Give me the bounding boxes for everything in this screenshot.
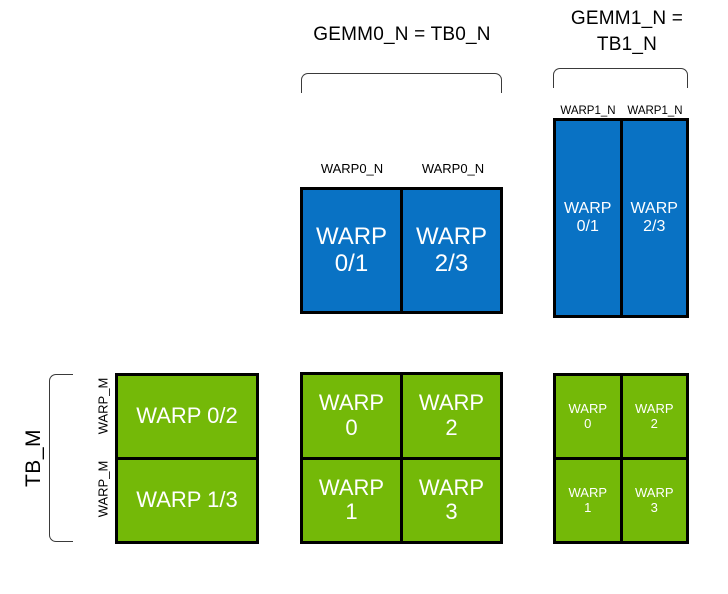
left-green-cell-warp13[interactable]: WARP 1/3 [118, 460, 256, 541]
gemm1-blue-cell-warp01[interactable]: WARP 0/1 [556, 121, 620, 315]
tb-m-label: TB_M [22, 429, 45, 488]
warp-m-label-bottom: WARP_M [95, 460, 111, 518]
gemm1-n-title: GEMM1_N = TB1_N [570, 8, 684, 55]
gemm1-blue-block: WARP 0/1 WARP 2/3 [553, 118, 689, 318]
gemm1-blue-cell-warp23[interactable]: WARP 2/3 [622, 121, 686, 315]
warp1-n-caption-left: WARP1_N [560, 105, 616, 117]
gemm1-green-cell-warp2[interactable]: WARP 2 [622, 376, 686, 457]
gemm1-n-brace [553, 68, 688, 88]
gemm0-green-cell-warp2[interactable]: WARP 2 [403, 375, 500, 457]
gemm1-green-cell-warp1[interactable]: WARP 1 [556, 460, 620, 541]
warp-m-label-top: WARP_M [95, 377, 111, 435]
gemm0-green-cell-warp1[interactable]: WARP 1 [303, 459, 400, 541]
gemm0-n-title: GEMM0_N = TB0_N [313, 24, 491, 45]
warp0-n-caption-left: WARP0_N [320, 161, 384, 176]
gemm0-blue-block: WARP 0/1 WARP 2/3 [300, 187, 503, 314]
gemm0-n-brace [301, 73, 502, 93]
gemm0-green-cell-warp0[interactable]: WARP 0 [303, 375, 400, 457]
tb-m-brace [49, 374, 73, 542]
gemm0-blue-cell-warp23[interactable]: WARP 2/3 [403, 190, 500, 311]
left-green-block: WARP 0/2 WARP 1/3 [115, 373, 259, 544]
warp0-n-caption-right: WARP0_N [421, 161, 485, 176]
gemm0-blue-cell-warp01[interactable]: WARP 0/1 [303, 190, 400, 311]
gemm1-green-cell-warp3[interactable]: WARP 3 [622, 460, 686, 541]
gemm0-green-block: WARP 0 WARP 2 WARP 1 WARP 3 [300, 372, 503, 544]
warp1-n-caption-right: WARP1_N [627, 105, 683, 117]
gemm1-green-block: WARP 0 WARP 2 WARP 1 WARP 3 [553, 373, 689, 544]
gemm1-green-cell-warp0[interactable]: WARP 0 [556, 376, 620, 457]
gemm0-green-cell-warp3[interactable]: WARP 3 [403, 459, 500, 541]
left-green-cell-warp02[interactable]: WARP 0/2 [118, 376, 256, 457]
